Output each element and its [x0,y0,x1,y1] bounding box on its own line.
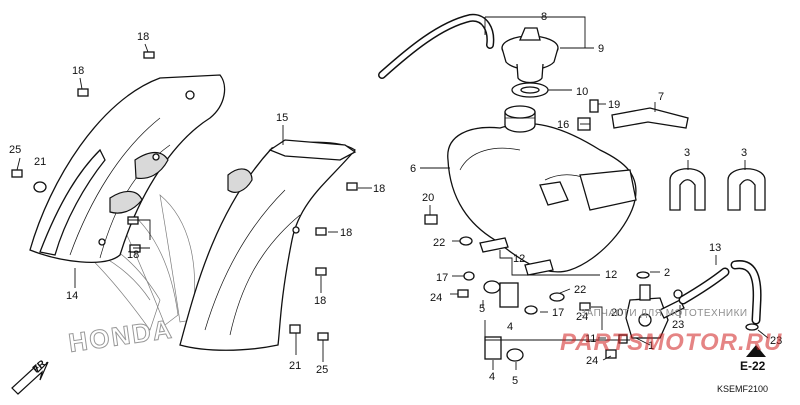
fuel-breather-hose [378,13,495,79]
label-2: 2 [664,267,670,279]
label-24a: 24 [430,292,442,304]
label-19: 19 [608,99,620,111]
label-20a: 20 [422,192,434,204]
part-labels: 8 9 10 19 7 16 6 3 3 18 18 18 18 18 18 1… [9,11,782,387]
label-25a: 25 [9,144,21,156]
label-4b: 4 [489,371,495,383]
fuel-tube [673,260,762,331]
label-16: 16 [557,119,569,131]
label-23a: 23 [672,319,684,331]
label-11: 11 [585,333,596,345]
honda-brand-text: HONDA [67,314,175,358]
label-5a: 5 [479,303,485,315]
right-shroud [179,139,357,351]
label-13: 13 [709,242,721,254]
label-24b: 24 [576,311,588,323]
mounting-hardware [424,214,650,362]
label-17b: 17 [552,307,564,319]
label-12a: 12 [513,253,525,265]
label-25b: 25 [316,364,328,376]
label-3b: 3 [741,147,747,159]
label-18f: 18 [314,295,326,307]
fuel-valve [625,284,685,339]
ref-e22: E-22 [740,345,766,373]
watermark: ЗАПЧАСТИ ДЛЯ МОТОТЕХНИКИ PARTSMOTOR.RU [560,308,782,356]
diagram-code: KSEMF2100 [717,384,768,394]
watermark-site: PARTSMOTOR.RU [560,329,782,356]
label-24c: 24 [586,355,598,367]
label-18e: 18 [127,249,139,261]
label-9: 9 [598,43,604,55]
label-5b: 5 [512,375,518,387]
shroud-bolts [11,51,358,341]
fuel-tank [447,105,637,273]
label-18d: 18 [340,227,352,239]
tank-bands [669,168,766,211]
label-21b: 21 [289,360,301,372]
label-10: 10 [576,86,588,98]
label-4a: 4 [507,321,513,333]
label-22a: 22 [433,237,445,249]
label-15: 15 [276,112,288,124]
leader-lines [16,16,769,370]
bolt-19 [589,99,599,113]
label-12b: 12 [605,269,617,281]
fuel-cap [501,27,559,84]
setting-rubber [611,107,689,129]
left-shroud [29,74,226,263]
label-23b: 23 [770,335,782,347]
label-18b: 18 [72,65,84,77]
label-3a: 3 [684,147,690,159]
label-18a: 18 [137,31,149,43]
label-21a: 21 [34,156,46,168]
label-7: 7 [658,91,664,103]
label-17a: 17 [436,272,448,284]
watermark-text: ЗАПЧАСТИ ДЛЯ МОТОТЕХНИКИ [580,308,748,319]
label-14: 14 [66,290,78,302]
label-6: 6 [410,163,416,175]
label-18c: 18 [373,183,385,195]
label-22b: 22 [574,284,586,296]
direction-indicator: FR. [11,356,50,395]
label-20b: 20 [611,307,623,319]
ref-code: E-22 [740,359,766,373]
label-8: 8 [541,11,547,23]
label-1: 1 [648,340,654,352]
